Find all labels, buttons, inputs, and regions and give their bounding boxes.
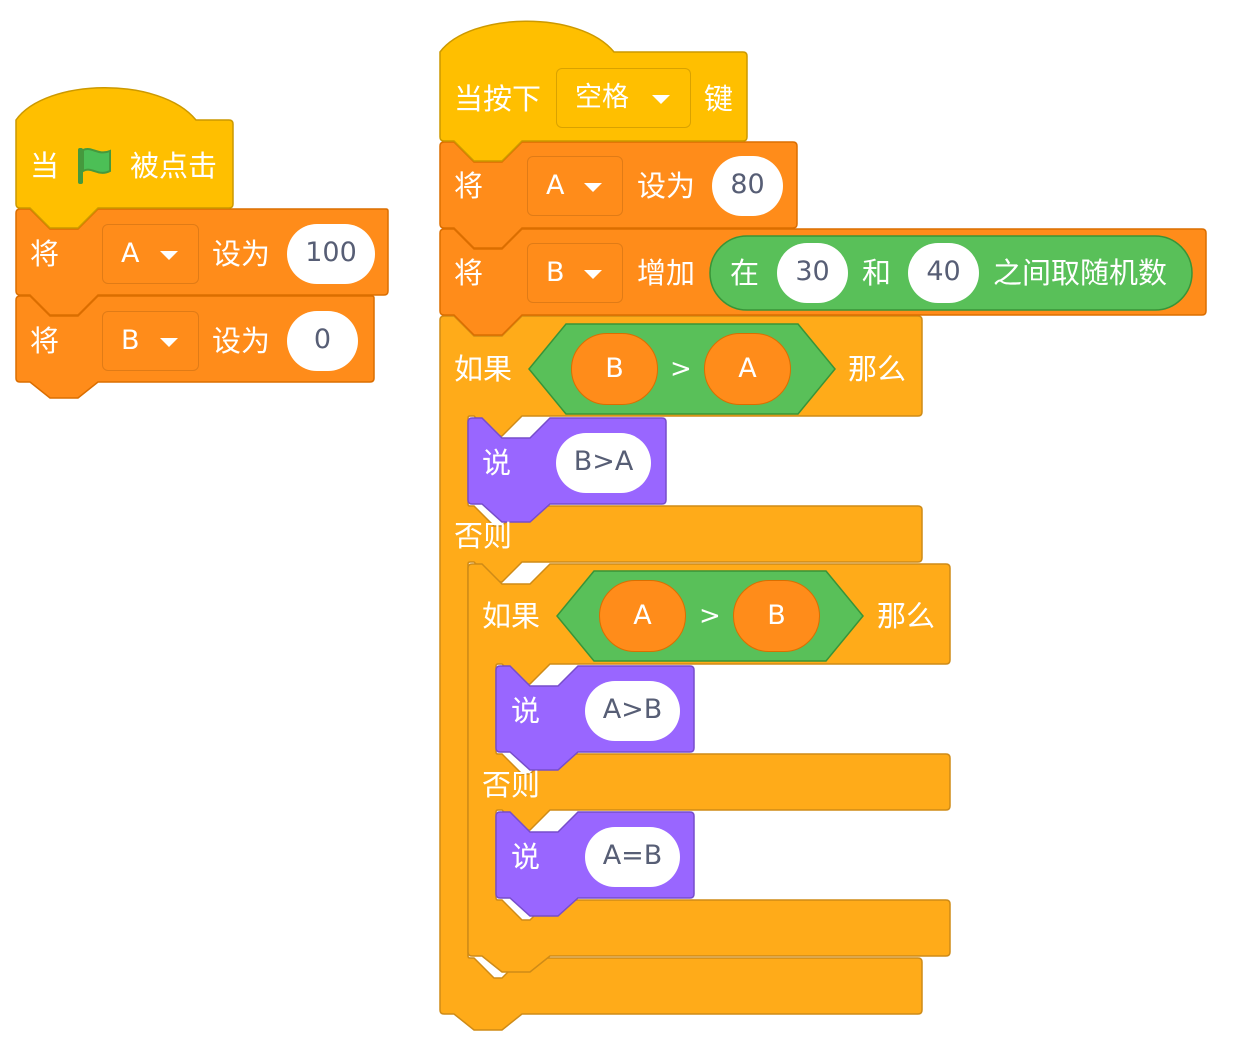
- set-to-label: 设为: [212, 324, 271, 358]
- set-label: 将: [454, 256, 484, 290]
- dropdown-caret-icon: [160, 338, 178, 347]
- say-text-input[interactable]: A>B: [585, 681, 680, 741]
- if-label: 如果: [482, 599, 541, 633]
- variable-reporter-b[interactable]: B: [733, 580, 820, 652]
- else-label: 否则: [482, 768, 541, 802]
- value-input-80[interactable]: 80: [712, 156, 783, 216]
- variable-name: B: [121, 325, 140, 356]
- set-to-label: 设为: [212, 237, 271, 271]
- then-label: 那么: [877, 599, 936, 633]
- dropdown-caret-icon: [584, 183, 602, 192]
- random-suffix-label: 之间取随机数: [993, 256, 1168, 290]
- variable-name: B: [546, 257, 565, 288]
- say-label: 说: [511, 840, 541, 874]
- random-to-input[interactable]: 40: [908, 243, 979, 303]
- say-label: 说: [511, 694, 541, 728]
- variable-name: A: [121, 238, 140, 269]
- clicked-label: 被点击: [130, 149, 218, 183]
- flag-hat-block-shape: [15, 87, 234, 229]
- else-label: 否则: [454, 519, 513, 553]
- greater-than-label: >: [699, 601, 721, 631]
- set-label: 将: [30, 324, 60, 358]
- variable-reporter-a[interactable]: A: [599, 580, 686, 652]
- say-label: 说: [482, 446, 512, 480]
- change-by-label: 增加: [637, 256, 696, 290]
- when-label: 当: [30, 149, 60, 183]
- random-prefix-label: 在: [730, 256, 760, 290]
- greater-than-label: >: [670, 354, 692, 384]
- key-label: 键: [704, 82, 734, 116]
- if-else-inner-shape: [467, 563, 951, 973]
- if-label: 如果: [454, 352, 513, 386]
- key-dropdown[interactable]: 空格: [556, 68, 691, 128]
- variable-reporter-a[interactable]: A: [704, 333, 791, 405]
- say-text-input[interactable]: A=B: [585, 827, 680, 887]
- set-label: 将: [30, 237, 60, 271]
- dropdown-caret-icon: [584, 270, 602, 279]
- random-and-label: 和: [862, 256, 892, 290]
- variable-dropdown-a[interactable]: A: [102, 224, 199, 284]
- variable-name: A: [546, 170, 565, 201]
- say-text-input[interactable]: B>A: [556, 433, 651, 493]
- then-label: 那么: [848, 352, 907, 386]
- variable-dropdown-a[interactable]: A: [527, 156, 623, 216]
- set-label: 将: [454, 169, 484, 203]
- variable-reporter-b[interactable]: B: [571, 333, 658, 405]
- key-name: 空格: [575, 82, 629, 113]
- dropdown-caret-icon: [652, 95, 670, 104]
- green-flag-icon: [78, 148, 111, 184]
- dropdown-caret-icon: [160, 251, 178, 260]
- set-to-label: 设为: [637, 169, 696, 203]
- variable-dropdown-b[interactable]: B: [527, 243, 623, 303]
- when-key-pressed-label: 当按下: [454, 82, 542, 116]
- if-else-outer-shape: [439, 315, 923, 1031]
- value-input-100[interactable]: 100: [287, 224, 375, 284]
- variable-dropdown-b[interactable]: B: [102, 311, 199, 371]
- random-from-input[interactable]: 30: [777, 243, 848, 303]
- value-input-0[interactable]: 0: [287, 311, 358, 371]
